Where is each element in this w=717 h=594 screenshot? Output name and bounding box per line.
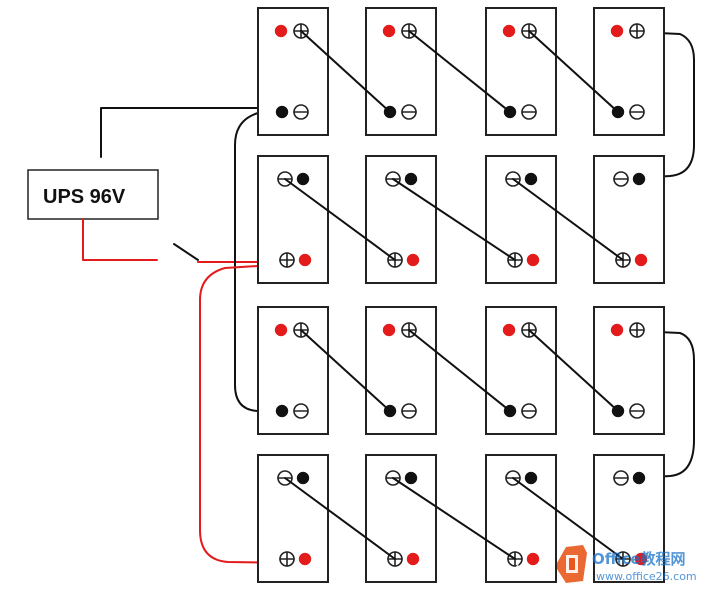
black-terminal-dot bbox=[632, 471, 646, 485]
black-terminal-dot bbox=[275, 404, 289, 418]
red-terminal-dot bbox=[634, 552, 648, 566]
red-terminal-dot bbox=[298, 552, 312, 566]
black-terminal-dot bbox=[524, 471, 538, 485]
red-terminal-dot bbox=[610, 24, 624, 38]
red-terminal-dot bbox=[274, 24, 288, 38]
ups-unit: UPS 96V bbox=[27, 169, 159, 220]
series-link-r1-c1 bbox=[300, 30, 391, 113]
battery-outline bbox=[257, 7, 329, 136]
battery-outline bbox=[593, 306, 665, 435]
battery-r3-c4 bbox=[593, 306, 665, 435]
battery-r3-c2 bbox=[365, 306, 437, 435]
red-terminal-dot bbox=[526, 552, 540, 566]
series-link-r3-c2 bbox=[408, 329, 511, 412]
red-terminal-dot bbox=[502, 24, 516, 38]
red-terminal-dot bbox=[406, 552, 420, 566]
battery-r3-c3 bbox=[485, 306, 557, 435]
battery-r1-c4 bbox=[593, 7, 665, 136]
series-link-r3-c3 bbox=[528, 329, 619, 412]
jumper-row1-negative-to-row3 bbox=[234, 111, 283, 412]
ups-box bbox=[27, 169, 159, 220]
watermark-author: 头条 @ bbox=[497, 563, 547, 581]
battery-r1-c2 bbox=[365, 7, 437, 136]
jumper-row2-positive-to-row4 bbox=[199, 263, 291, 564]
series-link-r3-c1 bbox=[300, 329, 391, 412]
black-terminal-dot bbox=[404, 172, 418, 186]
black-terminal-dot bbox=[275, 105, 289, 119]
black-terminal-dot bbox=[524, 172, 538, 186]
series-link-r4-c1 bbox=[284, 477, 396, 560]
battery-r4-c1 bbox=[257, 454, 329, 583]
battery-r2-c3 bbox=[485, 155, 557, 284]
battery-outline bbox=[485, 7, 557, 136]
red-terminal-dot bbox=[634, 253, 648, 267]
battery-outline bbox=[593, 7, 665, 136]
series-link-r2-c1 bbox=[284, 178, 396, 261]
series-link-r2-c2 bbox=[392, 178, 516, 261]
battery-r2-c2 bbox=[365, 155, 437, 284]
battery-r3-c1 bbox=[257, 306, 329, 435]
series-link-r1-c3 bbox=[528, 30, 619, 113]
series-link-r4-c2 bbox=[392, 477, 516, 560]
battery-outline bbox=[365, 7, 437, 136]
watermark: 头条 @ Office教程网 www.office26.com bbox=[497, 545, 697, 583]
watermark-site: Office教程网 bbox=[592, 550, 686, 568]
jumper-row1-to-row2 bbox=[636, 31, 695, 179]
battery-r2-c4 bbox=[593, 155, 665, 284]
battery-r4-c3 bbox=[485, 454, 557, 583]
ups-label: UPS 96V bbox=[43, 186, 126, 208]
series-link-r1-c2 bbox=[408, 30, 511, 113]
watermark-url: www.office26.com bbox=[596, 570, 697, 583]
battery-bank bbox=[257, 7, 665, 583]
battery-outline bbox=[365, 306, 437, 435]
black-terminal-dot bbox=[296, 172, 310, 186]
office-logo-icon bbox=[557, 545, 587, 583]
red-terminal-dot bbox=[382, 323, 396, 337]
red-terminal-dot bbox=[502, 323, 516, 337]
black-terminal-dot bbox=[632, 172, 646, 186]
black-terminal-dot bbox=[296, 471, 310, 485]
series-link-r4-c3 bbox=[512, 477, 624, 560]
jumper-row3-to-row4 bbox=[636, 330, 695, 479]
black-terminal-dot bbox=[404, 471, 418, 485]
battery-r2-c1 bbox=[257, 155, 329, 284]
series-link-r2-c3 bbox=[512, 178, 624, 261]
battery-r4-c2 bbox=[365, 454, 437, 583]
battery-outline bbox=[257, 306, 329, 435]
red-terminal-dot bbox=[274, 323, 288, 337]
red-terminal-dot bbox=[526, 253, 540, 267]
red-terminal-dot bbox=[406, 253, 420, 267]
ups-positive-lead bbox=[82, 218, 158, 261]
red-terminal-dot bbox=[382, 24, 396, 38]
red-terminal-dot bbox=[298, 253, 312, 267]
battery-r1-c1 bbox=[257, 7, 329, 136]
battery-r1-c3 bbox=[485, 7, 557, 136]
ups-negative-lead bbox=[100, 107, 283, 158]
row-jumpers bbox=[199, 31, 695, 564]
battery-outline bbox=[485, 306, 557, 435]
ups-switch-blade bbox=[173, 243, 199, 261]
red-terminal-dot bbox=[610, 323, 624, 337]
